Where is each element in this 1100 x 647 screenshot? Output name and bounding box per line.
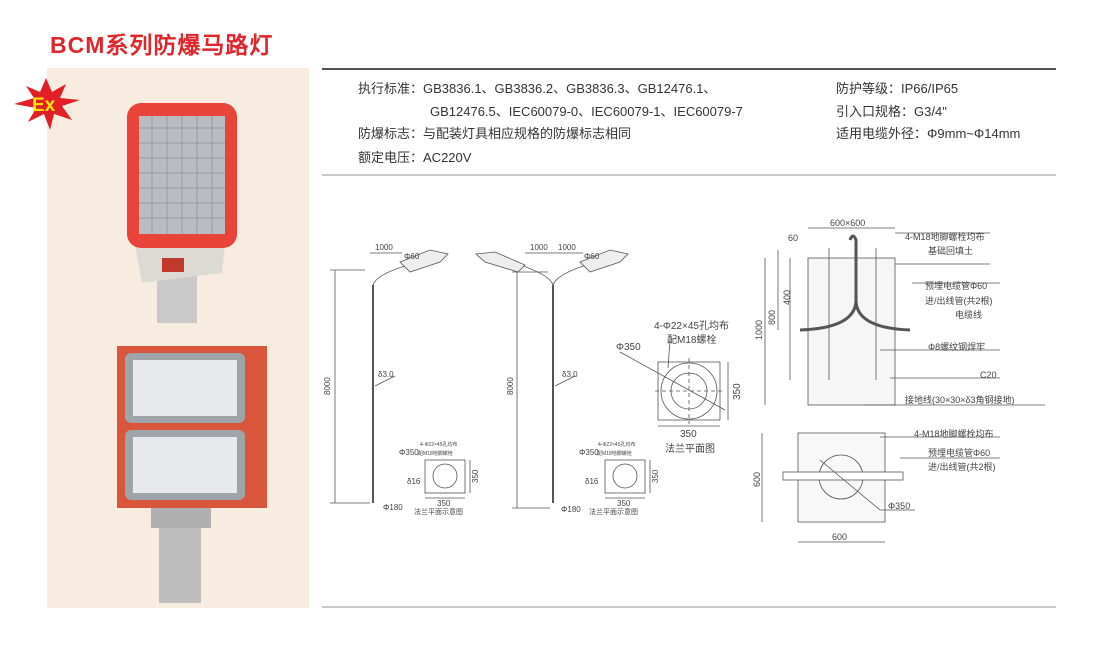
foundation-section-d1000: 1000 [754,320,764,340]
flange-plan-h: 350 [732,383,743,400]
single-pole-flange-caption: 法兰平面示意图 [414,507,463,516]
foundation-plan-drawing [761,432,1000,543]
spec-voltage: 额定电压：AC220V [358,147,471,166]
single-top-dia: Φ60 [404,252,420,261]
flange-plan-w: 350 [680,429,697,440]
lamp-photo-top [127,103,237,323]
specs-standard-label: 执行标准： [358,81,424,96]
single-arm-length: 1000 [375,243,393,252]
single-pole-flange-w: 350 [437,499,451,508]
foundation-plan-w: 600 [832,532,847,542]
foundation-section-d400: 400 [782,290,792,305]
single-height: 8000 [323,377,332,395]
foundation-plan-conduit: 预埋电缆管Φ60 [928,447,990,458]
foundation-plan-bolts: 4-M18地脚螺栓均布 [914,428,994,439]
single-pole-flange-h: 350 [471,469,480,483]
flange-plan-holes: 4-Φ22×45孔均布 [654,320,729,332]
single-pole-flange-holes: 4-Φ22×45孔均布 [420,441,457,448]
double-pole-height: 8000 [506,377,515,395]
foundation-section-cable: 电缆线 [955,309,982,320]
page-title: BCM系列防爆马路灯 [50,32,274,58]
single-wall: δ3.0 [378,370,394,379]
foundation-section-top: 60 [788,233,798,243]
single-pole-flange-bolt: 配M18地脚螺栓 [418,450,453,457]
specs-voltage-value: AC220V [423,150,472,165]
specs-entry-value: G3/4" [914,104,947,119]
ex-badge: Ex [14,78,80,130]
specs-entry-label: 引入口规格： [836,104,915,119]
double-pole-flange-thk: δ16 [585,477,599,486]
double-pole-flange-h: 350 [651,469,660,483]
spec-standard-cont: GB12476.5、IEC60079-0、IEC60079-1、IEC60079… [430,104,743,119]
foundation-section-concrete: C20 [980,370,997,380]
product-photo-panel [47,68,309,608]
double-pole-flange-w: 350 [617,499,631,508]
specs-cable-value: Φ9mm~Φ14mm [927,126,1021,141]
foundation-section-d800: 800 [767,310,777,325]
foundation-section-rebar: Φ8螺纹钢焊牢 [928,341,985,352]
foundation-plan-conduit2: 进/出线管(共2根) [928,461,996,472]
double-pole-flange-caption: 法兰平面示意图 [589,507,638,516]
foundation-section-drawing [764,227,1045,406]
lamp-photo-bottom [117,346,267,603]
spec-standard: 执行标准：GB3836.1、GB3836.2、GB3836.3、GB12476.… [358,78,716,97]
specs-ip-value: IP66/IP65 [901,81,959,96]
flange-plan-dia: Φ350 [616,342,641,353]
flange-plan-caption: 法兰平面图 [665,442,715,455]
specs-ip-label: 防护等级： [836,81,902,96]
double-pole-flange-bolt: 配M18地脚螺栓 [597,450,632,457]
single-pole-flange-thk: δ16 [407,477,421,486]
specs-cable-label: 适用电缆外径： [836,126,928,141]
specs-ex-mark-label: 防爆标志： [358,126,424,141]
flange-plan-drawing [619,339,729,427]
double-pole-arm-right: 1000 [558,243,576,252]
double-pole-flange-holes: 4-Φ22×45孔均布 [598,441,635,448]
spec-ex-mark: 防爆标志：与配装灯具相应规格的防爆标志相同 [358,123,631,142]
single-base-dia: Φ180 [383,503,403,512]
specs-voltage-label: 额定电压： [358,150,424,165]
spec-cable: 适用电缆外径：Φ9mm~Φ14mm [836,123,1020,142]
product-photos [117,103,267,603]
foundation-section-ground: 接地线(30×30×δ3角钢接地) [905,394,1015,405]
single-pole-drawing [330,249,471,504]
spec-entry: 引入口规格：G3/4" [836,101,947,120]
single-pole-flange-dia: Φ350 [399,448,419,457]
spec-ip: 防护等级：IP66/IP65 [836,78,958,97]
foundation-section-conduit: 预埋电缆管Φ60 [925,280,987,291]
double-pole-dia-base: Φ180 [561,505,581,514]
flange-plan-bolt: 配M18螺栓 [667,333,716,346]
foundation-plan-dia: Φ350 [888,501,910,511]
foundation-section-conduit2: 进/出线管(共2根) [925,295,993,306]
foundation-plan-h: 600 [752,472,762,487]
foundation-section-bolts: 4-M18地脚螺栓均布 [905,231,985,242]
badge: Ex [32,95,56,116]
foundation-section-size: 600×600 [830,218,865,228]
double-pole-dia-top: Φ60 [584,252,600,261]
specs-ex-mark-value: 与配装灯具相应规格的防爆标志相同 [423,126,632,141]
foundation-section-backfill: 基础回填土 [928,245,973,256]
double-pole-flange-dia: Φ350 [579,448,599,457]
double-pole-drawing [475,249,651,509]
double-pole-wall: δ3.0 [562,370,578,379]
specs-standard-line1: GB3836.1、GB3836.2、GB3836.3、GB12476.1、 [423,81,717,96]
double-pole-arm-left: 1000 [530,243,548,252]
